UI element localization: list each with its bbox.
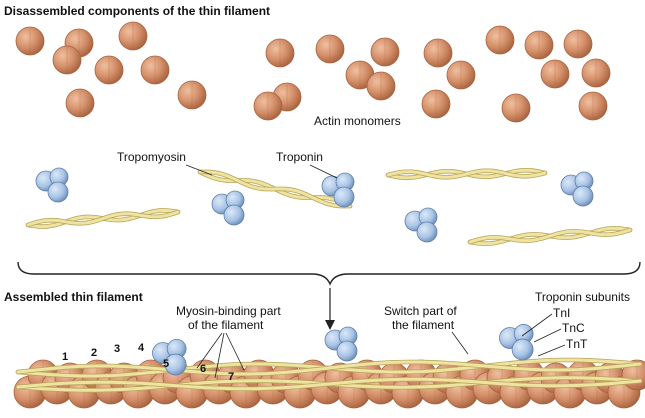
tnt-pointer	[537, 344, 566, 357]
troponin-subunit	[416, 221, 438, 243]
troponin-subunit	[47, 181, 69, 203]
tropomyosin-pointer	[185, 164, 213, 176]
assembled-tropomyosin-strand-b	[15, 375, 643, 393]
switch-pointer	[451, 331, 469, 355]
actin-number-labels: 1 2 3 4 5 6 7	[62, 342, 234, 383]
troponin-subunit	[511, 338, 534, 361]
troponin-subunit	[164, 353, 187, 376]
grouping-brace	[17, 261, 641, 286]
actin-monomers-label: Actin monomers	[314, 114, 401, 128]
tropomyosin-strand-fill	[198, 170, 352, 208]
heading-assembled: Assembled thin filament	[4, 290, 143, 304]
troponin-subunits-label: Troponin subunits	[535, 290, 630, 304]
assembled-filament	[13, 323, 645, 409]
actin-number-1: 1	[62, 351, 68, 363]
troponin-subunit	[223, 204, 245, 226]
actin-number-6: 6	[200, 363, 206, 375]
myosin-binding-label-line2: of the filament	[188, 318, 264, 332]
tni-pointer	[521, 313, 553, 337]
myosin-binding-pointer-1	[196, 332, 223, 369]
tropomyosin-label: Tropomyosin	[117, 150, 186, 164]
troponin-label: Troponin	[276, 150, 323, 164]
tnc-pointer	[533, 328, 562, 343]
switch-label-line1: Switch part of	[384, 304, 457, 318]
troponin-subunit	[336, 340, 358, 362]
actin-number-3: 3	[114, 343, 120, 355]
free-tropomyosin-strand-3	[385, 168, 548, 181]
tropomyosin-strand-fill	[16, 377, 642, 391]
free-tropomyosin-group	[25, 168, 633, 247]
troponin-pointer	[309, 164, 338, 179]
myosin-binding-pointer-2	[214, 332, 225, 379]
actin-number-2: 2	[91, 347, 97, 359]
myosin-binding-pointer-3	[225, 332, 245, 371]
switch-label-line2: the filament	[392, 318, 455, 332]
tnc-label: TnC	[562, 321, 585, 335]
troponin-subunit	[333, 186, 355, 208]
actin-monomers-group	[15, 21, 611, 123]
actin-number-4: 4	[138, 342, 145, 354]
free-tropomyosin-strand-4	[467, 225, 633, 247]
heading-disassembled: Disassembled components of the thin fila…	[4, 4, 270, 18]
free-tropomyosin-strand-1	[25, 208, 181, 229]
assembly-arrow-head	[325, 320, 335, 330]
assembled-tropomyosin-strand-a	[15, 357, 643, 379]
tropomyosin-strand-fill	[16, 360, 642, 376]
tropomyosin-strand-fill	[386, 169, 547, 179]
tnt-label: TnT	[566, 337, 588, 351]
troponin-subunit	[572, 185, 594, 207]
actin-number-7: 7	[228, 371, 234, 383]
actin-number-5: 5	[163, 358, 169, 370]
tni-label: TnI	[553, 306, 570, 320]
tropomyosin-strand-fill	[26, 210, 180, 227]
myosin-binding-label-line1: Myosin-binding part	[176, 304, 281, 318]
tropomyosin-strand-fill	[468, 228, 632, 244]
free-tropomyosin-strand-2	[197, 169, 353, 209]
free-troponin-group	[35, 167, 594, 243]
